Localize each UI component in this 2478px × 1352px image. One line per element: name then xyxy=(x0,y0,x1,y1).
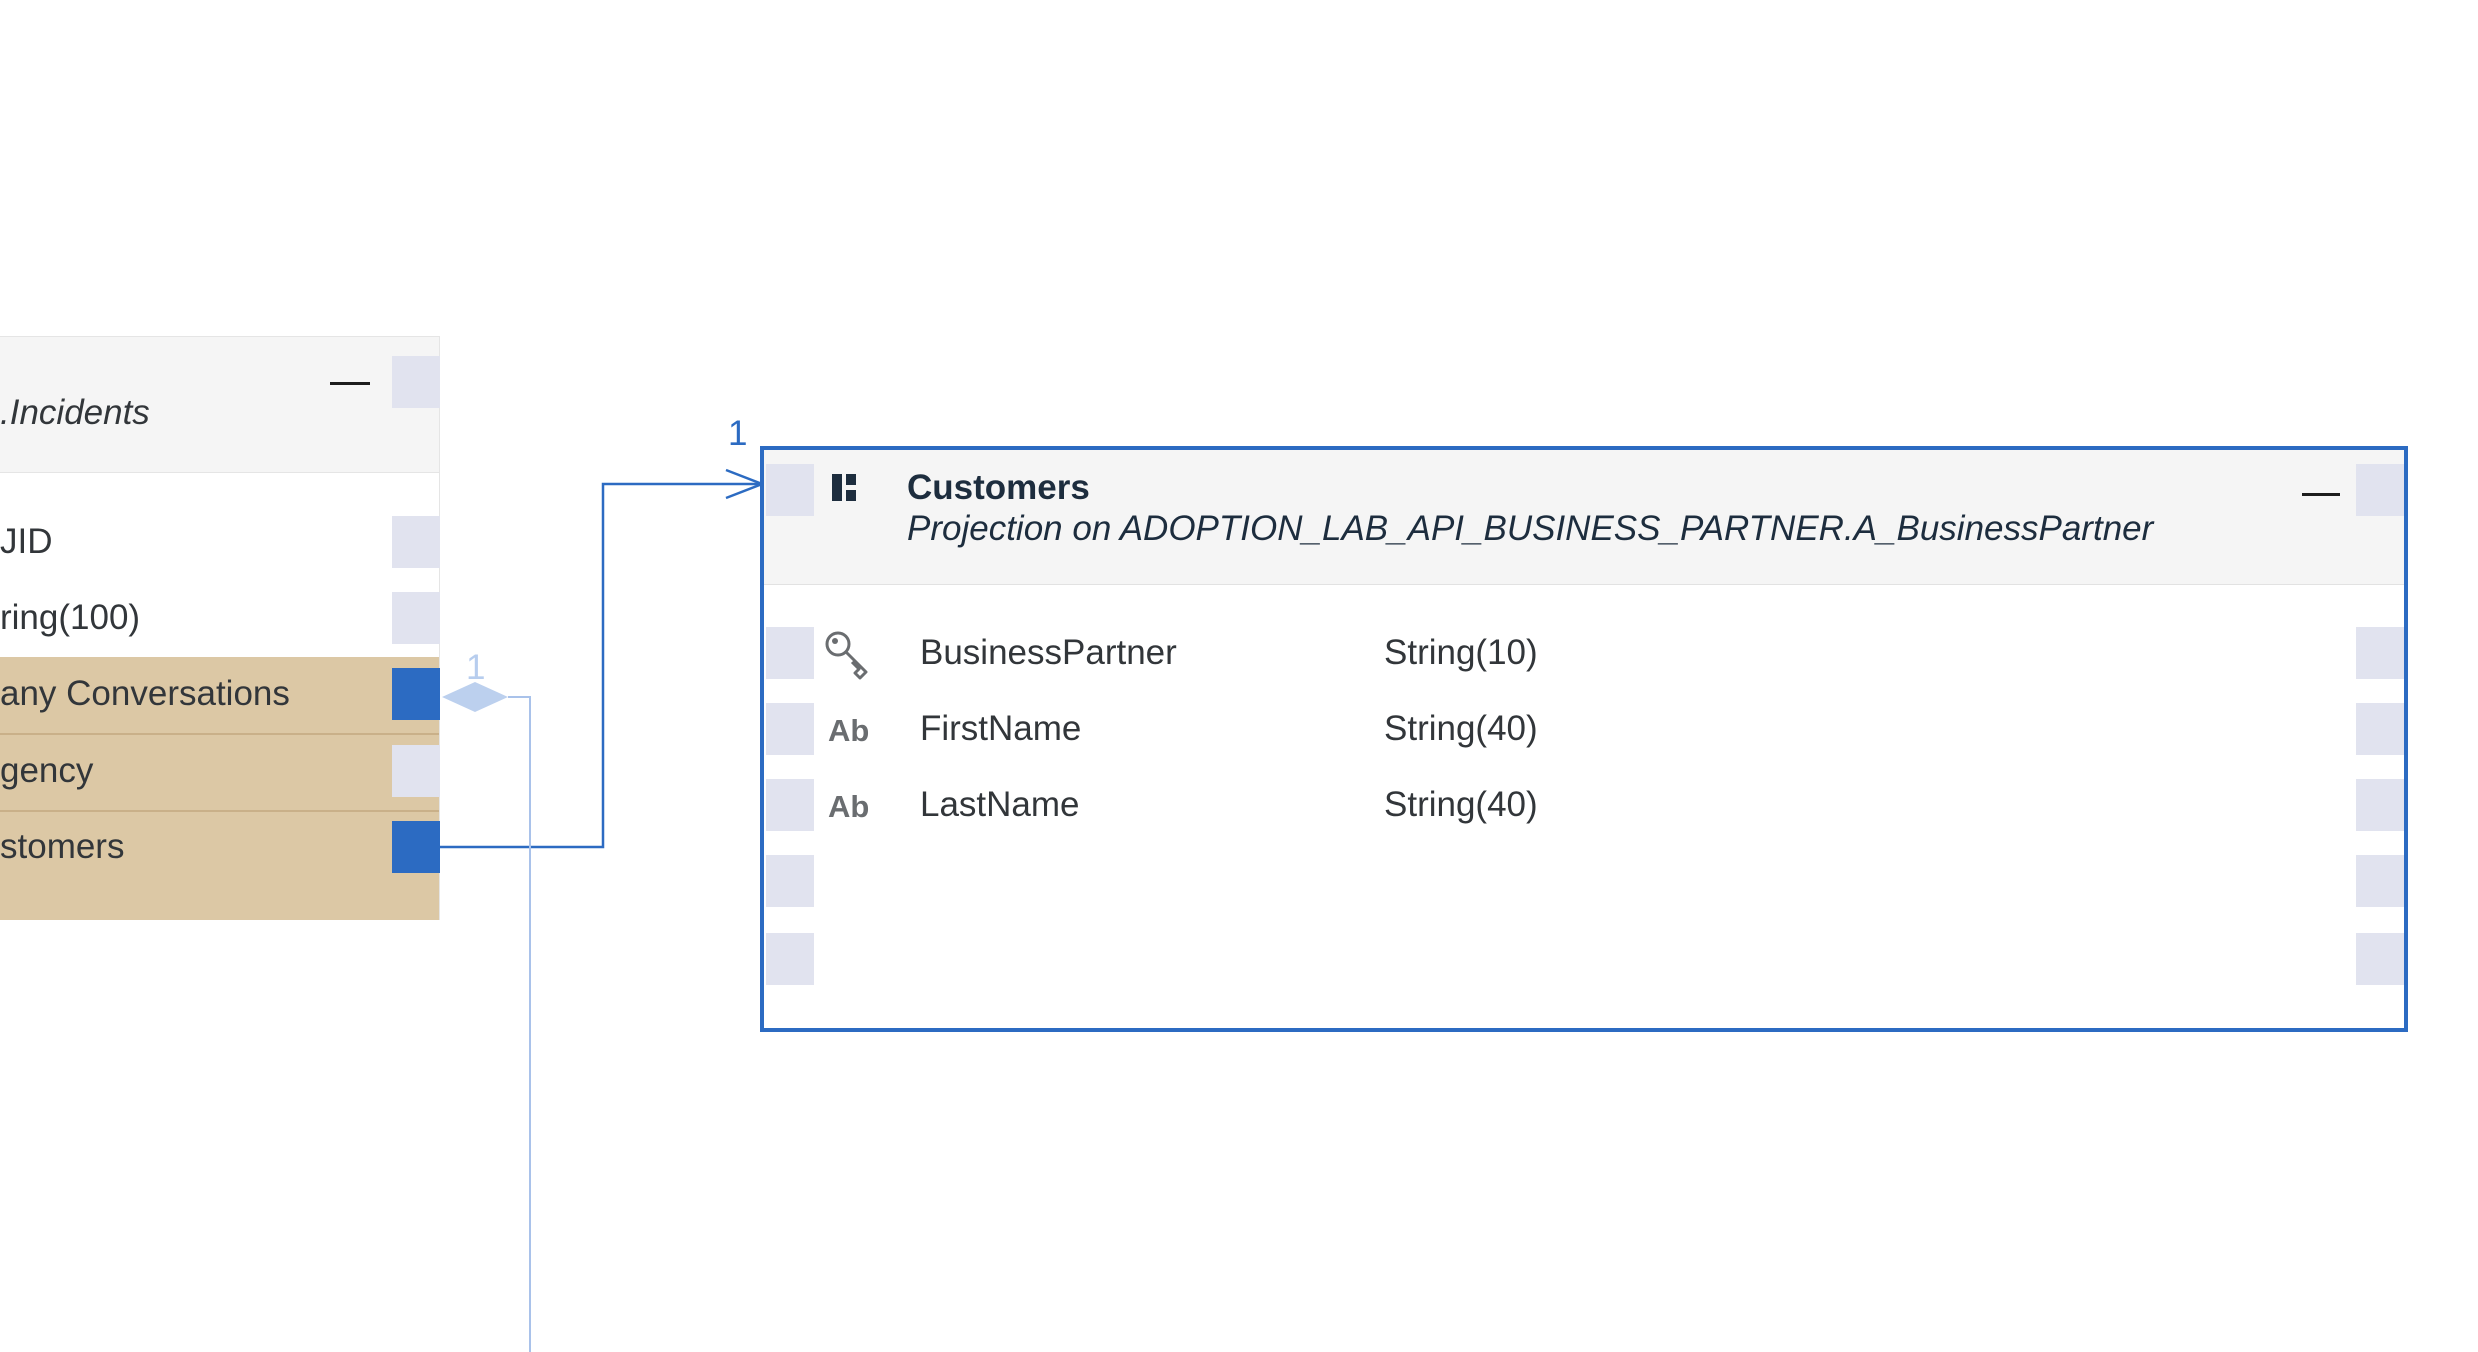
customers-header-port-left[interactable] xyxy=(766,464,814,516)
text-type-icon: Ab xyxy=(828,789,870,824)
incidents-attr-port-1[interactable] xyxy=(392,516,440,568)
attr-port-right-2[interactable] xyxy=(2356,703,2404,755)
entity-title: Customers xyxy=(907,468,1090,507)
incidents-assoc-row-conversations[interactable] xyxy=(0,657,439,733)
incidents-assoc-port-conversations[interactable] xyxy=(392,668,440,720)
incidents-assoc-port-urgency[interactable] xyxy=(392,745,440,797)
incidents-entity-header xyxy=(0,337,439,473)
incidents-assoc-row-urgency[interactable] xyxy=(0,735,439,810)
attr-type-2: String(40) xyxy=(1384,709,1538,748)
customers-entity-header xyxy=(764,450,2404,585)
row-divider xyxy=(0,733,439,735)
conversations-multiplicity-label: 1 xyxy=(466,648,486,687)
attr-name-2[interactable]: FirstName xyxy=(920,709,1082,748)
attr-type-1: String(10) xyxy=(1384,633,1538,672)
incidents-assoc-port-customers[interactable] xyxy=(392,821,440,873)
incidents-attr-port-2[interactable] xyxy=(392,592,440,644)
empty-port-left-4[interactable] xyxy=(766,855,814,907)
attr-port-left-3[interactable] xyxy=(766,779,814,831)
incidents-assoc-label-customers: stomers xyxy=(0,827,125,866)
attr-port-right-1[interactable] xyxy=(2356,627,2404,679)
attr-port-right-3[interactable] xyxy=(2356,779,2404,831)
entity-type-icon xyxy=(832,474,860,502)
key-icon xyxy=(825,631,868,680)
empty-port-right-5[interactable] xyxy=(2356,933,2404,985)
customers-header-port-right[interactable] xyxy=(2356,464,2404,516)
entity-subtitle: Projection on ADOPTION_LAB_API_BUSINESS_… xyxy=(907,509,2154,548)
incidents-attr-row-2[interactable]: ring(100) xyxy=(0,598,141,637)
attr-name-1[interactable]: BusinessPartner xyxy=(920,633,1177,672)
attr-type-3: String(40) xyxy=(1384,785,1538,824)
incidents-entity-subtitle: .Incidents xyxy=(0,393,150,432)
attr-name-3[interactable]: LastName xyxy=(920,785,1080,824)
attr-port-left-2[interactable] xyxy=(766,703,814,755)
incidents-attr-row-1[interactable]: JID xyxy=(0,522,53,561)
customers-association-line xyxy=(440,482,762,849)
customers-minimize-icon[interactable] xyxy=(2302,493,2340,496)
empty-port-left-5[interactable] xyxy=(766,933,814,985)
row-divider xyxy=(0,810,439,812)
incidents-header-port[interactable] xyxy=(392,356,440,408)
incidents-assoc-label-conversations: any Conversations xyxy=(0,674,290,713)
customers-multiplicity-label: 1 xyxy=(728,414,748,453)
attr-port-left-1[interactable] xyxy=(766,627,814,679)
conversations-association-line xyxy=(508,696,531,1352)
text-type-icon: Ab xyxy=(828,713,870,748)
composition-diamond xyxy=(442,682,508,712)
empty-port-right-4[interactable] xyxy=(2356,855,2404,907)
incidents-assoc-label-urgency: gency xyxy=(0,751,94,790)
incidents-assoc-row-customers[interactable] xyxy=(0,812,439,920)
incidents-minimize-icon[interactable] xyxy=(330,382,370,385)
